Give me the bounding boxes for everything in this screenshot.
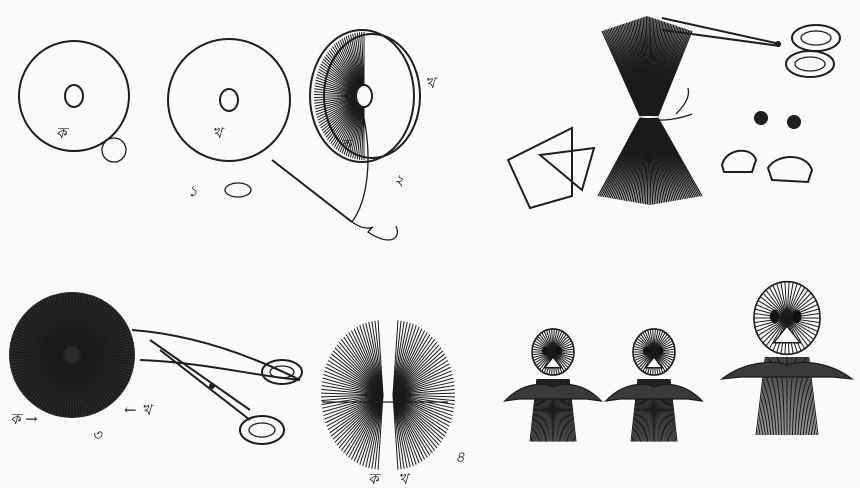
step4-number: ৩ bbox=[92, 426, 103, 444]
step7-finished-chicks bbox=[505, 282, 852, 442]
step3-number: ২ bbox=[394, 171, 404, 189]
chick-wings bbox=[505, 384, 602, 401]
step5-mark-kh: খ bbox=[398, 470, 411, 488]
chick-eye bbox=[770, 310, 779, 323]
chick-eye bbox=[643, 347, 649, 355]
chick-eye bbox=[657, 347, 663, 355]
step3-wrapping-yarn: ক খ ২ bbox=[272, 30, 438, 240]
step1-ring-mark: ক bbox=[56, 124, 70, 142]
step2-number: ১ bbox=[188, 182, 198, 200]
chick-eye bbox=[542, 347, 548, 355]
step4-arrow-right: ← খ bbox=[124, 401, 154, 419]
finished-chick-2 bbox=[606, 329, 703, 442]
step2-cardboard-ring: খ ১ bbox=[168, 39, 290, 200]
step6-shaping-body bbox=[508, 16, 840, 208]
chick-eye bbox=[556, 347, 562, 355]
finished-chick-1 bbox=[505, 329, 602, 442]
step4-arrow-left: ক → bbox=[10, 410, 38, 428]
step5-number: ৪ bbox=[455, 448, 465, 466]
step3-mark-kh: খ bbox=[425, 74, 438, 92]
step4-cutting-yarn: ক → ← খ ৩ bbox=[9, 292, 302, 444]
finished-chick-3 bbox=[722, 282, 852, 435]
step2-ring-mark: খ bbox=[212, 124, 225, 142]
step1-cardboard-ring: ক bbox=[19, 41, 129, 162]
step5-tied-pompom: ৪ ক খ bbox=[321, 320, 465, 488]
step5-mark-k: ক bbox=[368, 470, 382, 488]
chick-eye bbox=[792, 310, 801, 323]
chick-wings bbox=[722, 362, 852, 379]
chick-wings bbox=[606, 384, 703, 401]
